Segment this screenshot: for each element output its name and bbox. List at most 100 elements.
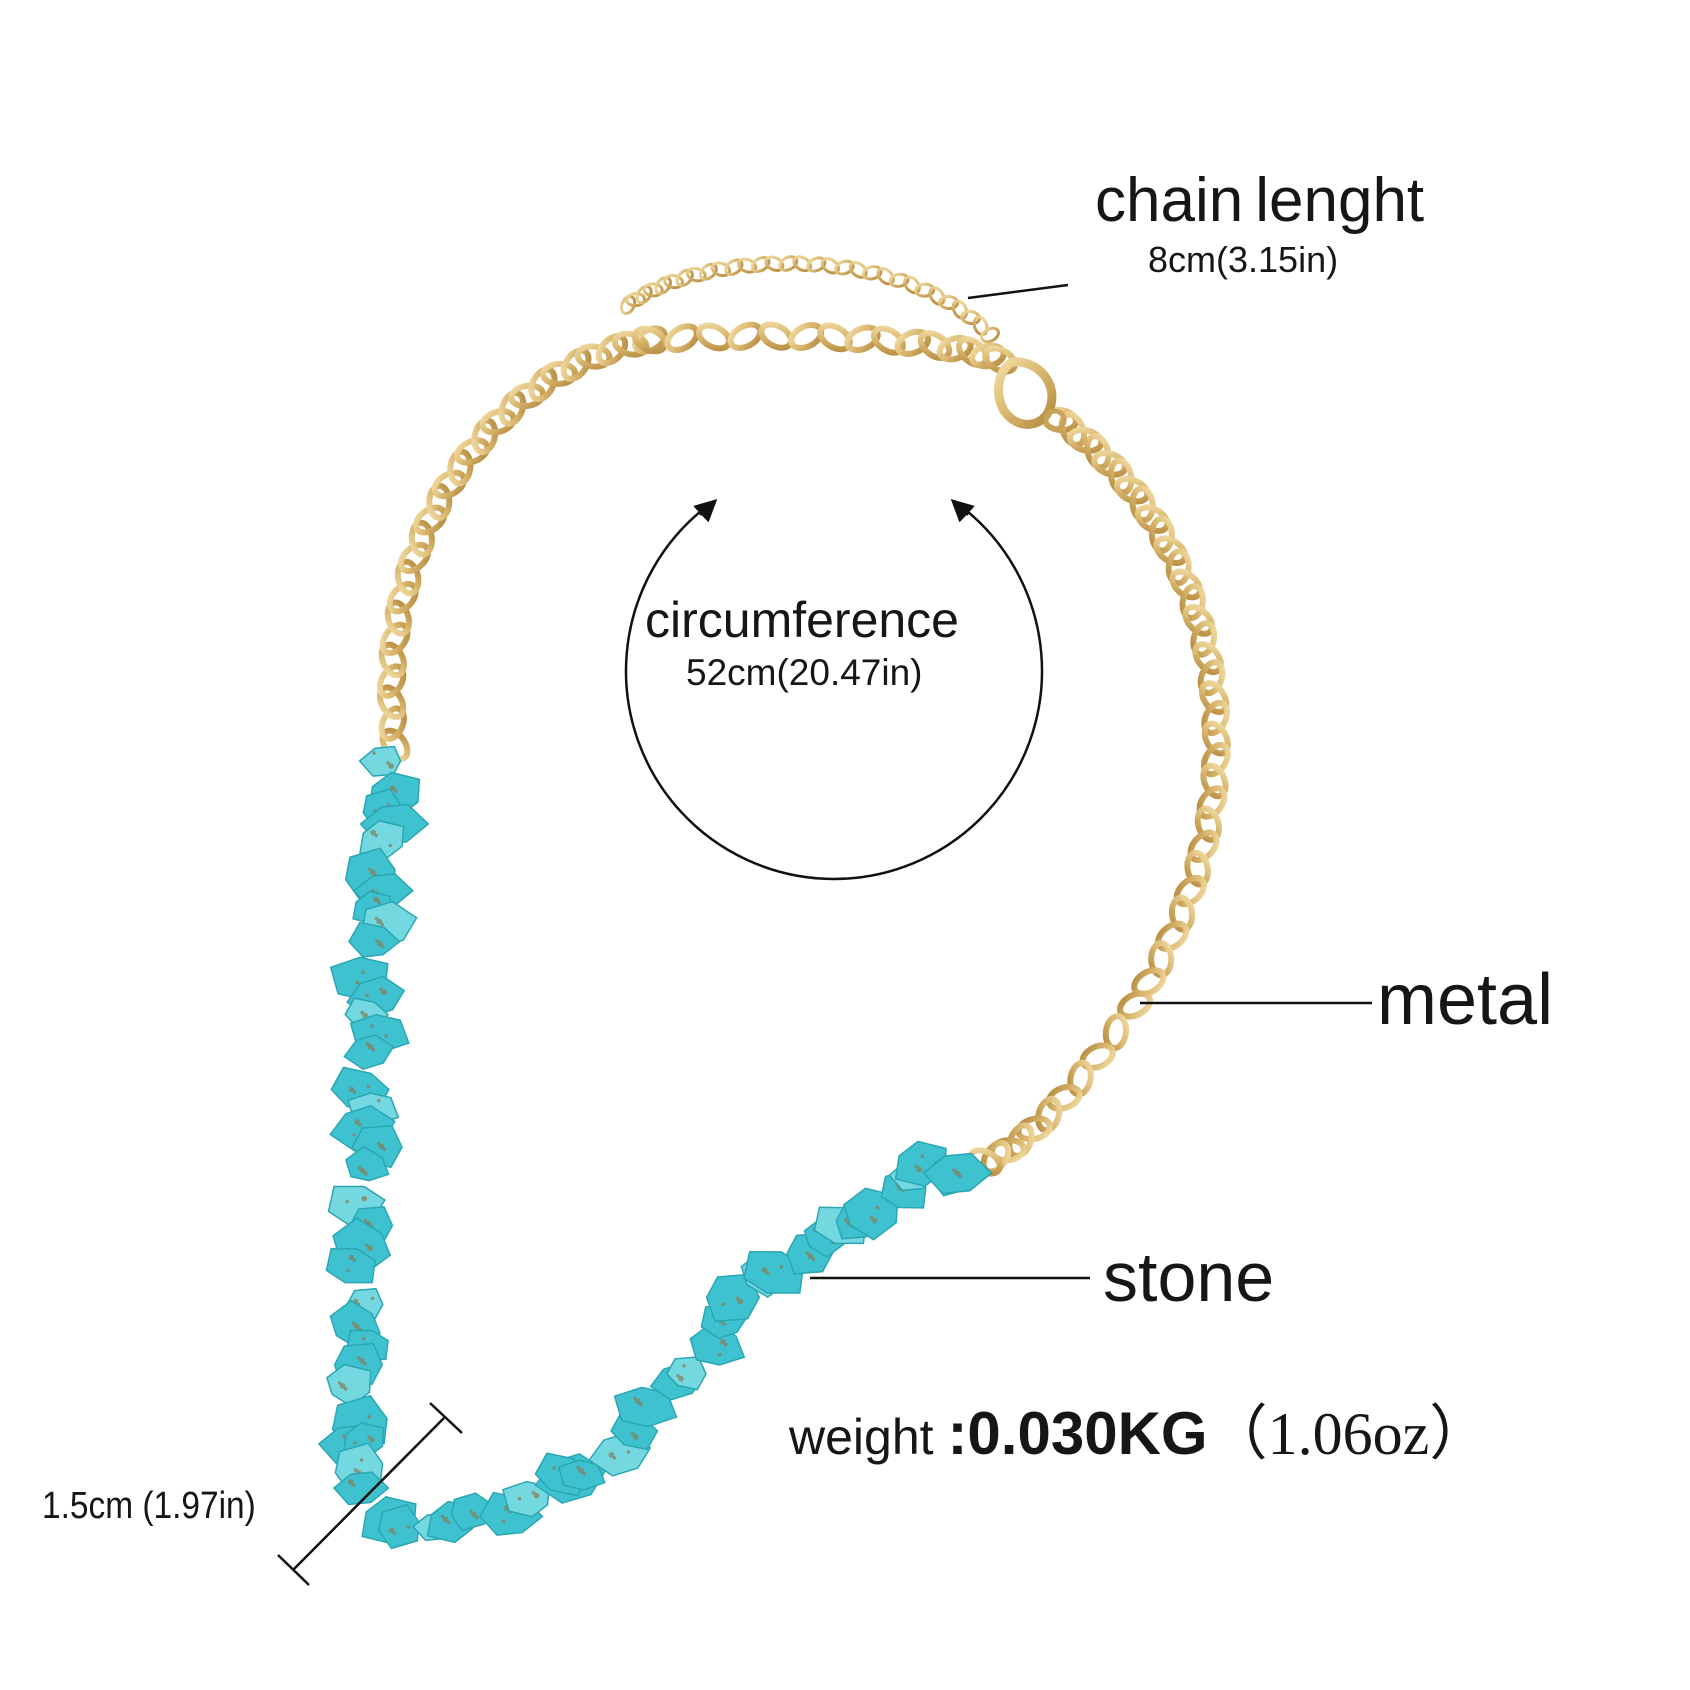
stone-speckle — [844, 1218, 848, 1222]
chain-link — [1155, 920, 1190, 952]
chain-link — [1153, 535, 1188, 566]
stone-speckle — [384, 1034, 388, 1038]
chain-link — [379, 621, 411, 657]
stone-speckle — [721, 1302, 726, 1307]
stone-speckle — [368, 867, 372, 872]
stone-speckle — [765, 1271, 770, 1275]
stone-speckle — [630, 1432, 635, 1436]
stone-speckle — [343, 1387, 348, 1391]
extension-link — [710, 261, 732, 278]
stone-speckle — [406, 1525, 411, 1529]
chain-link — [376, 663, 407, 699]
extension-link — [951, 299, 969, 320]
stone-speckle — [446, 1520, 451, 1525]
stone-speckle — [376, 1098, 381, 1103]
stone-speckle — [735, 1296, 740, 1301]
stone-speckle — [676, 1374, 680, 1378]
stone-speckle — [393, 789, 398, 794]
extension-link — [724, 258, 744, 276]
extension-link — [619, 294, 637, 316]
extension-link — [972, 315, 989, 337]
weight-line: weight :0.030KG（1.06oz） — [789, 1401, 1490, 1467]
extension-link — [888, 272, 910, 288]
chain-link — [664, 323, 700, 354]
chain-link — [498, 389, 527, 427]
stone-speckle — [374, 833, 379, 838]
chain-link — [917, 330, 953, 361]
stone-speckle — [388, 1527, 395, 1533]
stone-speckle — [359, 1357, 365, 1364]
chain-link — [471, 417, 499, 455]
stone-speckle — [351, 1483, 356, 1487]
stone-speckle — [639, 1402, 643, 1407]
chain-link — [870, 325, 906, 356]
chain-link — [727, 321, 764, 351]
stone-speckle — [737, 1298, 744, 1305]
stone-speckle — [633, 1396, 637, 1401]
circumference-value: 52cm(20.47in) — [686, 652, 923, 693]
stone-speckle — [374, 916, 379, 921]
stone-speckle — [361, 970, 366, 975]
stone-speckle — [360, 1010, 364, 1015]
size-dimension — [277, 1402, 463, 1586]
stone-speckle — [469, 1509, 473, 1514]
stone-speckle — [342, 1434, 346, 1438]
chain-link — [1015, 1115, 1053, 1143]
chain-link — [1114, 475, 1151, 505]
chain-link — [560, 347, 592, 382]
chain-link — [540, 360, 579, 387]
circumference-label: circumference — [645, 592, 959, 648]
stone-speckle — [612, 1456, 617, 1460]
chain-link — [397, 541, 432, 574]
extension-link — [792, 255, 813, 273]
chain-link — [1173, 874, 1208, 908]
stone-speckle — [345, 1199, 350, 1204]
chain-link — [508, 382, 547, 410]
stone-speckle — [582, 1471, 587, 1476]
extension-link — [960, 309, 982, 326]
stone-speckle — [352, 1133, 356, 1137]
chain-link — [1058, 411, 1088, 449]
chain-link — [1079, 1042, 1116, 1071]
chain-leader-line — [967, 283, 1069, 300]
stone-speckle — [376, 1141, 381, 1146]
chain-link — [1196, 785, 1228, 820]
stone-speckle — [682, 1364, 686, 1368]
stone-speckle — [389, 785, 396, 792]
extension-link — [675, 268, 694, 288]
stone-speckle — [442, 1516, 449, 1523]
stone-speckle — [337, 1381, 342, 1385]
stone-speckle — [372, 751, 376, 755]
weight-oz: （1.06oz） — [1207, 1401, 1490, 1467]
chain-link — [936, 334, 974, 363]
stone-speckle — [370, 869, 376, 876]
stone-speckle — [626, 1450, 631, 1454]
stone-speckle — [388, 763, 394, 769]
chain-length-value: 8cm(3.15in) — [1148, 239, 1339, 280]
chain-link — [447, 448, 474, 487]
extension-link — [698, 262, 718, 281]
chain-link — [378, 641, 407, 679]
chain-link — [1192, 641, 1224, 676]
stone-speckle — [352, 1258, 357, 1263]
stone-speckle — [471, 1511, 477, 1518]
stone-speckle — [920, 1154, 925, 1159]
extension-link — [980, 326, 1000, 344]
extension-link — [938, 294, 960, 310]
arrow-right-icon — [950, 498, 975, 523]
stone-speckle — [533, 1492, 540, 1499]
stone-speckle — [353, 1323, 360, 1330]
chain-link — [1165, 548, 1192, 587]
chain-link — [376, 684, 407, 721]
stone-speckle — [779, 1265, 784, 1269]
stone-speckle — [374, 938, 379, 943]
chain-link — [1091, 449, 1129, 478]
stone-speckle — [362, 1012, 368, 1019]
extension-link — [876, 267, 895, 286]
chain-link — [1179, 583, 1206, 622]
chain-link — [574, 343, 613, 370]
stone-speckle — [359, 1458, 364, 1462]
stone-speckle — [386, 761, 390, 765]
stone-speckle — [358, 1166, 362, 1170]
stone-speckle — [347, 1479, 354, 1485]
